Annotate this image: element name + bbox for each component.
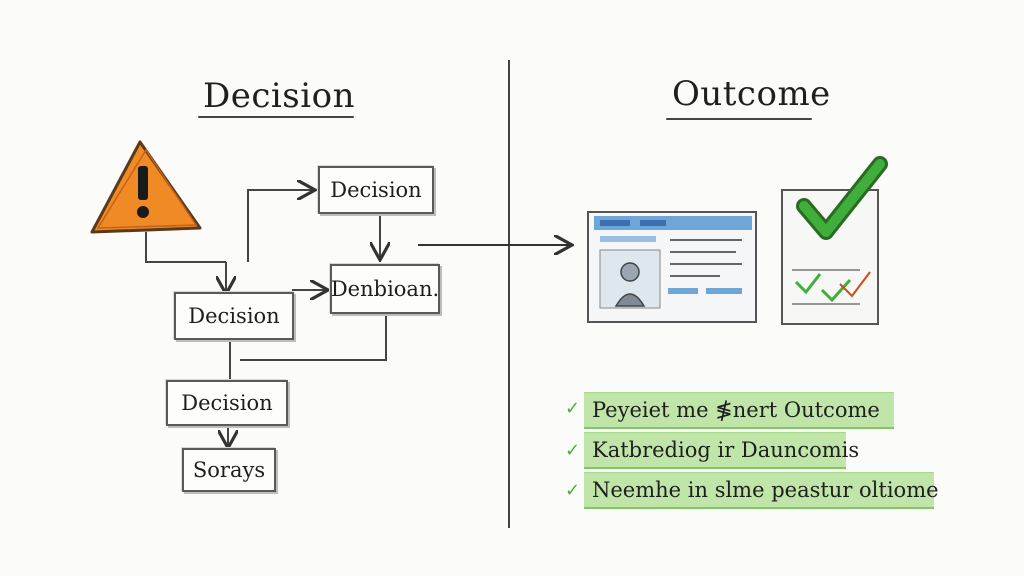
document-window-icon <box>587 211 757 323</box>
outcome-item: Peyeiet me ≸nert Outcome <box>584 392 894 429</box>
decision-heading: Decision <box>203 76 355 116</box>
warning-triangle-icon <box>90 140 202 234</box>
decision-box-bottom: Sorays <box>182 448 276 492</box>
outcome-heading: Outcome <box>672 74 831 114</box>
decision-box-lower: Decision <box>166 380 288 426</box>
decision-box-left: Decision <box>174 292 294 340</box>
outcome-check-icon: ✓ <box>565 440 581 461</box>
outcome-heading-underline <box>666 118 812 120</box>
decision-box-top: Decision <box>318 166 434 214</box>
outcome-item: Katbrediog ir Dauncomis <box>584 432 859 469</box>
outcome-check-icon: ✓ <box>565 480 581 501</box>
decision-box-middle: Denbioan. <box>330 264 440 314</box>
decision-heading-underline <box>198 116 354 118</box>
checkmark-checklist-icon <box>781 156 888 325</box>
outcome-item: Neemhe in slme peastur oltiome <box>584 472 939 509</box>
outcome-check-icon: ✓ <box>565 398 581 419</box>
